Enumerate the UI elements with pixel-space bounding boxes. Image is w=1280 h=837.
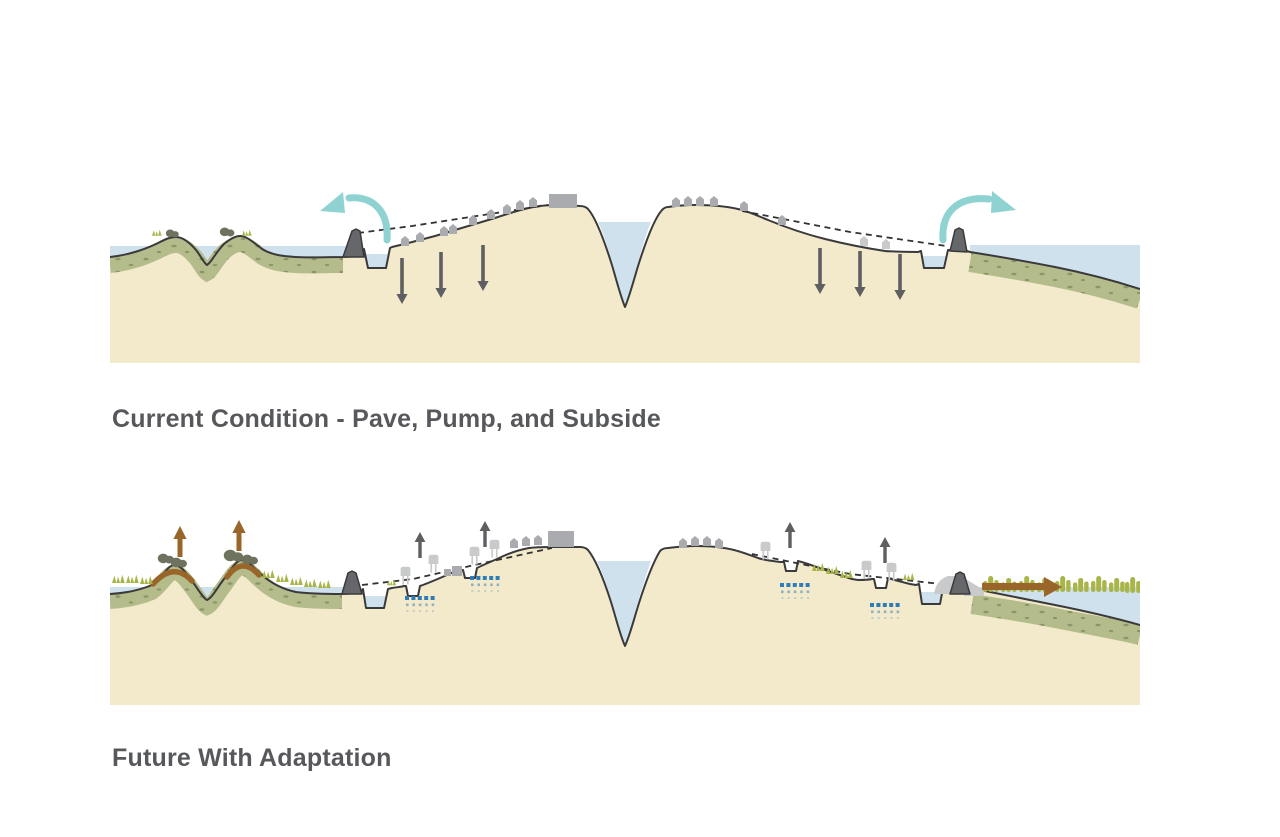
- grass-tuft-icon: [840, 569, 853, 578]
- stilt-house-icon: [428, 554, 439, 573]
- reed-icon: [1125, 577, 1140, 593]
- house-icon: [516, 200, 524, 210]
- future-with-adaptation-illustration: [110, 520, 1140, 705]
- ground-surface-line: [110, 204, 1140, 308]
- big-building-icon: [548, 531, 574, 547]
- house-icon: [684, 196, 692, 206]
- house-icon: [401, 236, 409, 246]
- big-building-icon: [549, 194, 577, 208]
- former-grade-dashed-line: [361, 547, 553, 586]
- river-channel-water: [597, 561, 651, 644]
- grass-tuft-icon: [242, 229, 252, 236]
- sediment-accretion-cap: [224, 563, 262, 580]
- big-building-icon: [452, 566, 462, 576]
- current-condition-illustration: [110, 191, 1140, 363]
- panel-title-current: Current Condition - Pave, Pump, and Subs…: [112, 404, 661, 433]
- house-icon: [703, 536, 711, 546]
- grass-tuft-icon: [812, 562, 825, 571]
- grass-tuft-icon: [304, 578, 317, 587]
- stilt-house-icon: [400, 566, 411, 585]
- shrub-icon: [170, 557, 187, 568]
- shrub-icon: [219, 227, 235, 237]
- borrow-ditch-water: [365, 254, 389, 267]
- uplift-arrow-icon: [784, 522, 796, 548]
- shrub-icon: [241, 554, 258, 565]
- house-icon: [715, 538, 723, 548]
- house-icon: [534, 535, 542, 545]
- grass-tuft-icon: [290, 576, 303, 585]
- overtopping-arrow-icon: [939, 191, 1016, 244]
- shrub-icon: [165, 229, 179, 238]
- overtopping-arrow-icon: [320, 192, 391, 244]
- house-icon: [710, 196, 718, 206]
- house-icon: [679, 538, 687, 548]
- panel-title-future: Future With Adaptation: [112, 743, 392, 772]
- reed-icon: [1109, 578, 1125, 593]
- house-icon: [672, 197, 680, 207]
- house-icon: [416, 232, 424, 242]
- house-icon: [503, 204, 511, 214]
- river-channel-water: [598, 222, 651, 306]
- house-icon: [449, 224, 457, 234]
- accretion-arrow-icon: [173, 526, 187, 557]
- house-icon: [882, 239, 890, 249]
- sand-cross-section: [110, 205, 1140, 363]
- grass-tuft-icon: [276, 573, 289, 582]
- big-building-icon: [444, 569, 451, 576]
- house-icon: [522, 536, 530, 546]
- grass-tuft-icon: [318, 579, 331, 588]
- borrow-ditch-water: [920, 592, 943, 603]
- house-icon: [740, 201, 748, 211]
- borrow-ditch-water: [922, 256, 946, 267]
- uplift-arrow-icon: [414, 532, 426, 558]
- accretion-arrow-icon: [232, 520, 246, 551]
- house-icon: [529, 197, 537, 207]
- marsh-band-left: [110, 235, 344, 283]
- former-grade-dashed-line: [741, 210, 947, 247]
- reed-icon: [1055, 576, 1071, 592]
- house-icon: [860, 236, 868, 246]
- marsh-band-right: [970, 594, 1140, 645]
- stilt-house-icon: [489, 539, 500, 558]
- levee-icon: [341, 570, 363, 595]
- sediment-flow-arrow-icon: [982, 577, 1062, 597]
- house-icon: [487, 209, 495, 219]
- uplift-arrow-icon: [879, 537, 891, 563]
- grass-tuft-icon: [126, 574, 139, 583]
- sand-cross-section: [110, 546, 1140, 705]
- reed-icon: [1073, 578, 1089, 593]
- house-icon: [510, 538, 518, 548]
- levee-icon: [949, 571, 971, 595]
- grass-tuft-icon: [112, 574, 125, 583]
- house-icon: [440, 226, 448, 236]
- grass-tuft-icon: [152, 229, 162, 236]
- shrub-icon: [223, 549, 244, 562]
- grass-tuft-icon: [262, 569, 275, 578]
- marsh-band-right: [968, 252, 1140, 309]
- house-icon: [691, 536, 699, 546]
- sediment-accretion-cap: [150, 569, 195, 587]
- uplift-arrow-icon: [479, 521, 491, 547]
- reed-icon: [1091, 576, 1107, 592]
- grass-tuft-icon: [903, 572, 915, 581]
- grass-tuft-icon: [826, 565, 839, 574]
- former-grade-dashed-line: [357, 204, 549, 234]
- marsh-band-left: [110, 559, 343, 616]
- house-icon: [696, 196, 704, 206]
- house-icon: [778, 215, 786, 225]
- stilt-house-icon: [469, 546, 480, 565]
- grass-tuft-icon: [140, 575, 153, 584]
- levee-icon: [342, 228, 365, 258]
- levee-icon: [949, 227, 968, 253]
- borrow-ditch-water: [364, 596, 386, 607]
